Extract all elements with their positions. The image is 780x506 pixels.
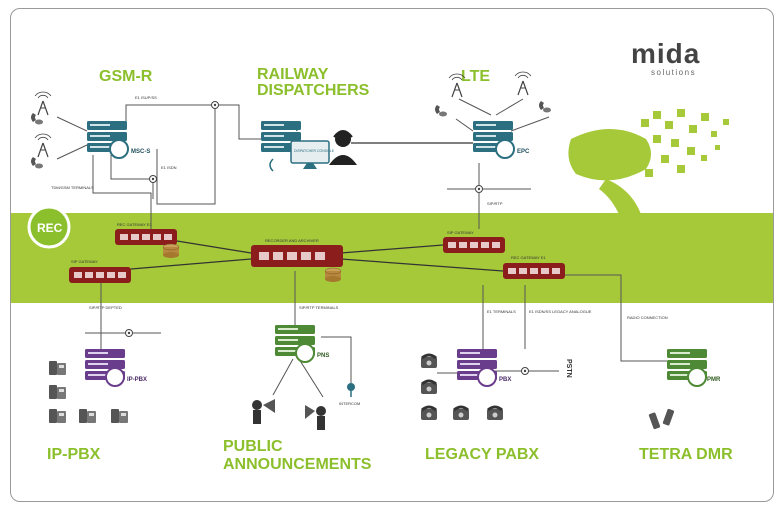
intercom-icon [347, 383, 355, 397]
gateway-center: RECORDER AND ARCHIVER [251, 238, 343, 283]
title-public-1: PUBLIC [223, 438, 283, 455]
diagram-frame: mida solutions GSM-R RAILWAY DISPATCHERS… [10, 8, 774, 502]
gateway-right-bottom: REC GATEWAY E1 [503, 255, 565, 279]
ip-phone-icon [49, 409, 66, 423]
antenna-icon [34, 91, 52, 116]
label-e1-isdn: E1 ISDN [161, 165, 177, 170]
handset-icon [539, 101, 551, 113]
antenna-icon [34, 133, 52, 158]
label-pstn: PSTN [565, 359, 572, 378]
ip-phone-icon [79, 409, 96, 423]
gateway-left-bottom-label: SIP GATEWAY [71, 259, 98, 264]
ippbx-label: IP-PBX [127, 377, 147, 383]
title-railway-1: RAILWAY [257, 66, 329, 83]
gateway-left-top: REC GATEWAY E1 [115, 222, 180, 259]
title-gsmr: GSM-R [99, 68, 153, 85]
pmr-server: PMR [667, 349, 721, 387]
title-tetra: TETRA DMR [639, 446, 733, 463]
label-sip-rtp: SIP/RTP [487, 201, 503, 206]
title-railway-2: DISPATCHERS [257, 82, 370, 99]
pmr-label: PMR [707, 377, 721, 383]
ip-phone-icon [49, 385, 66, 399]
handset-icon [31, 157, 43, 169]
title-lte: LTE [461, 68, 490, 85]
desk-phone-icon [451, 405, 471, 422]
announcer-icon [305, 405, 326, 430]
label-tdm: TDM/GSM TERMINALS [51, 185, 94, 190]
radio-handset-icon [648, 408, 675, 430]
pns-server: PNS [275, 325, 329, 363]
title-ippbx: IP-PBX [47, 446, 101, 463]
junction-node-icon [211, 101, 219, 109]
rec-badge: REC [27, 205, 71, 249]
label-sip-ip: SIP/RTP DEPTED [89, 305, 122, 310]
epc-server: EPC [473, 121, 530, 159]
label-e1-term: E1 TERMINALS [487, 309, 516, 314]
handset-icon [31, 113, 43, 125]
dispatcher-agent-icon [329, 130, 357, 165]
mida-logo: mida solutions [631, 38, 700, 77]
desk-phone-icon [419, 405, 439, 422]
ip-phone-icon [49, 361, 66, 375]
desk-phone-icon [419, 353, 439, 370]
label-intercom: INTERCOM [339, 401, 360, 406]
msc-server: MSC-S [87, 121, 150, 159]
recording-band [11, 213, 773, 303]
gateway-left-bottom: SIP GATEWAY [69, 259, 131, 283]
msc-label: MSC-S [131, 149, 150, 155]
connection-lines [56, 98, 667, 398]
gateway-right-top: SIP GATEWAY [443, 230, 505, 253]
dispatcher-console-label: DISPATCHER CONSOLE [294, 149, 335, 153]
title-public-2: ANNOUNCEMENTS [223, 456, 372, 473]
gateway-right-top-label: SIP GATEWAY [447, 230, 474, 235]
label-sip-pns: SIP/RTP TERMINALS [299, 305, 339, 310]
pns-label: PNS [317, 353, 329, 359]
ippbx-server: IP-PBX [85, 349, 147, 387]
pbx-server: PBX [457, 349, 511, 387]
junction-node-icon [149, 175, 157, 183]
handset-icon [435, 105, 447, 117]
network-diagram: mida solutions GSM-R RAILWAY DISPATCHERS… [27, 38, 733, 473]
gateway-center-label: RECORDER AND ARCHIVER [265, 238, 319, 243]
label-e1-legacy: E1 ISDN/SS LEGACY ANALOGUE [529, 309, 592, 314]
pbx-label: PBX [499, 377, 511, 383]
gateway-left-top-label: REC GATEWAY E1 [117, 222, 153, 227]
label-radio: RADIO CONNECTION [627, 315, 668, 320]
junction-node-icon [475, 185, 483, 193]
gateway-right-bottom-label: REC GATEWAY E1 [511, 255, 547, 260]
turtle-logo-icon [568, 109, 729, 219]
junction-node-icon [521, 367, 529, 375]
desk-phone-icon [485, 405, 505, 422]
epc-label: EPC [517, 149, 530, 155]
announcer-icon [252, 399, 275, 424]
desk-phone-icon [419, 379, 439, 396]
dispatcher-console: DISPATCHER CONSOLE [261, 121, 335, 172]
ip-phone-icon [111, 409, 128, 423]
rec-label: REC [37, 221, 63, 235]
junction-node-icon [125, 329, 133, 337]
logo-sub: solutions [651, 68, 696, 77]
logo-brand: mida [631, 38, 700, 69]
label-e1-isup: E1 ISUP/SS [135, 95, 157, 100]
title-legacy: LEGACY PABX [425, 446, 539, 463]
antenna-icon [514, 71, 532, 96]
